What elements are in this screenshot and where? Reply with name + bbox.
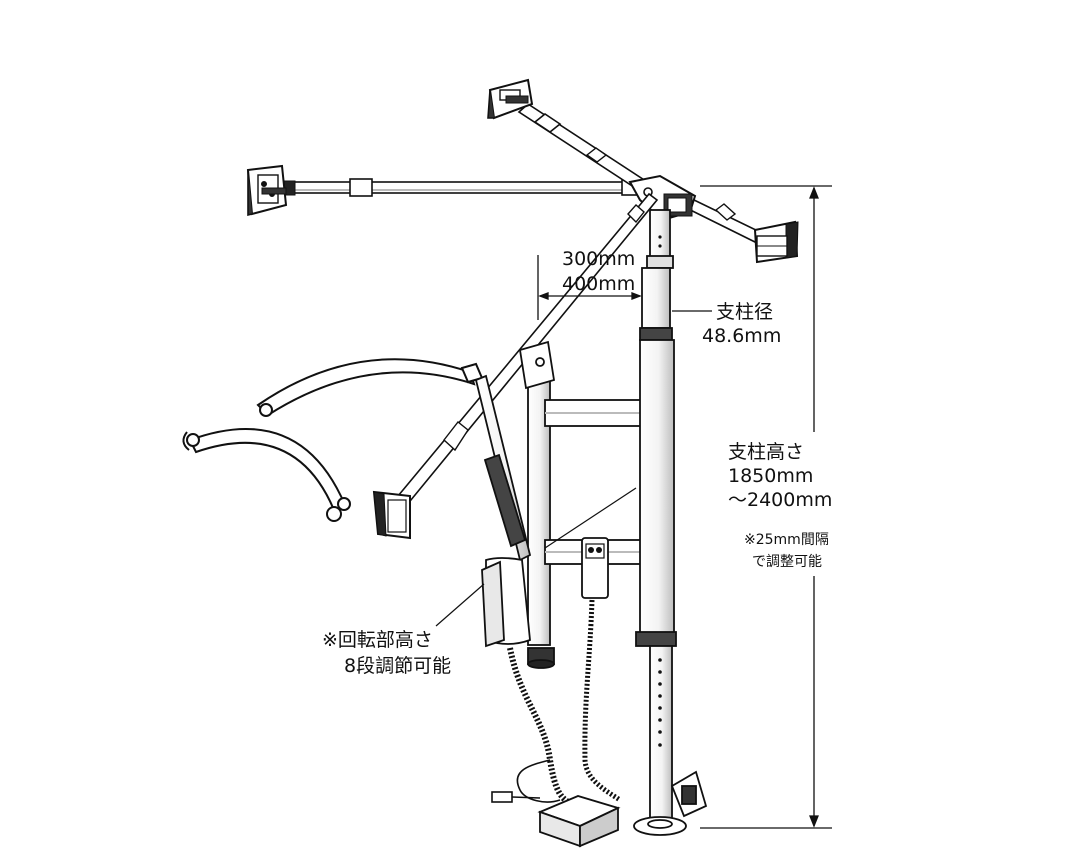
- control-box: [537, 795, 621, 848]
- top-wall-bracket: [487, 78, 534, 120]
- hand-controller: [581, 537, 609, 599]
- pole-adjustment-holes: [658, 235, 662, 747]
- pole-diameter-value: 48.6mm: [702, 325, 781, 347]
- pole-height-label: 支柱高さ: [728, 441, 804, 463]
- pole-note-adjustable: で調整可能: [752, 554, 822, 570]
- coiled-cables: [491, 599, 622, 808]
- pole-note-interval: ※25mm間隔: [744, 532, 829, 548]
- pole-height-max: ～2400mm: [728, 489, 832, 511]
- pole-diameter-label: 支柱径: [716, 301, 773, 323]
- reach-400-label: 400mm: [562, 273, 635, 295]
- leader-lines: [435, 310, 712, 627]
- main-pole: [633, 209, 708, 836]
- dimension-pole-height: [700, 185, 832, 829]
- dimension-reach: [537, 255, 642, 320]
- reach-300-label: 300mm: [562, 248, 635, 270]
- sling-hanger: [182, 358, 484, 522]
- pole-height-min: 1850mm: [728, 465, 813, 487]
- rotation-note-detail: 8段調節可能: [344, 655, 451, 677]
- central-hub: [628, 174, 697, 222]
- right-wall-bracket: [753, 220, 799, 264]
- left-wall-bracket: [246, 164, 288, 217]
- left-arm: [282, 178, 651, 197]
- rotation-note-title: ※回転部高さ: [322, 629, 433, 651]
- boom-end-bracket: [372, 490, 411, 540]
- lift-unit: [474, 340, 654, 669]
